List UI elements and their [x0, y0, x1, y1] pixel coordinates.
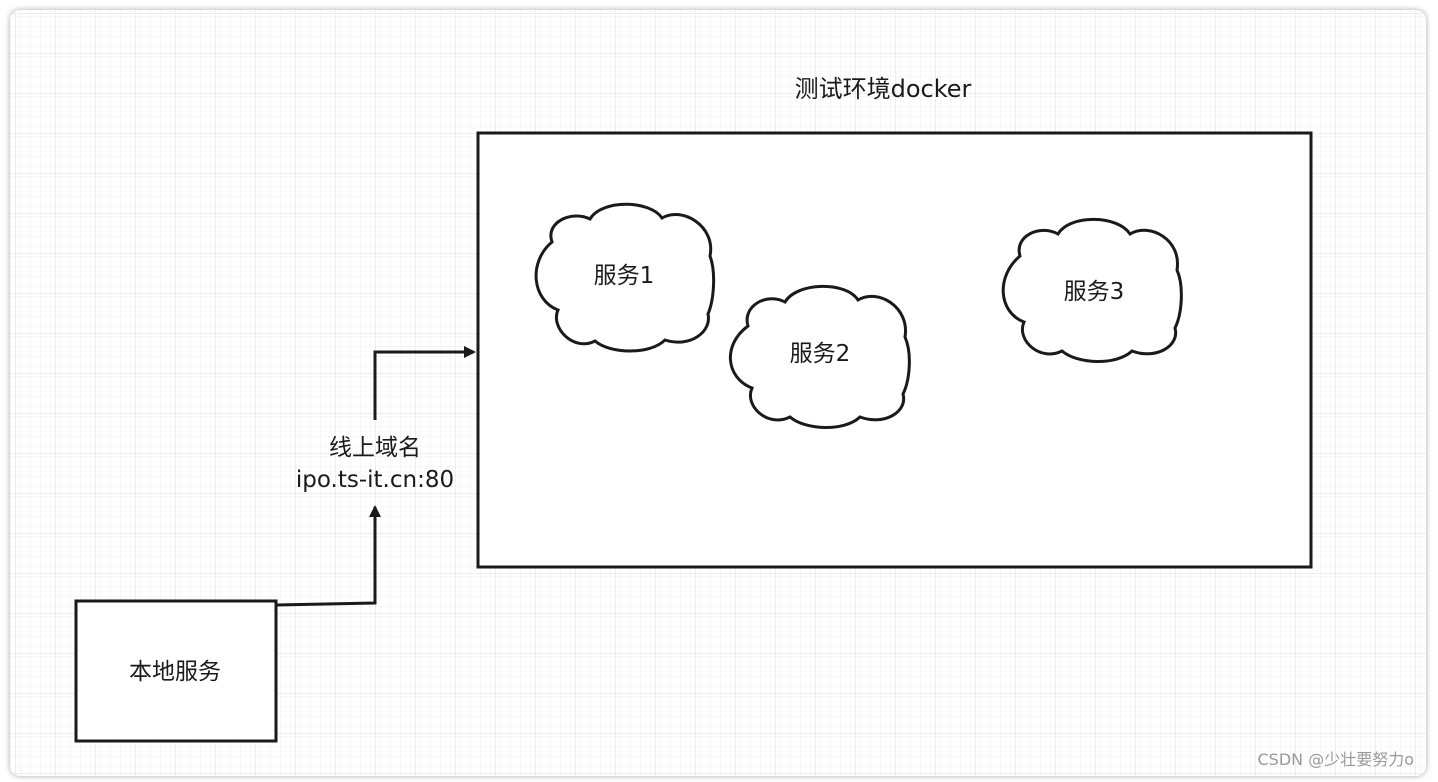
- local-service-box: [74, 599, 278, 743]
- local-service-node[interactable]: 本地服务: [74, 599, 278, 743]
- service-label: 服务3: [1064, 279, 1125, 305]
- connector-domain-to-docker[interactable]: [373, 346, 476, 420]
- domain-label-line2: ipo.ts-it.cn:80: [296, 467, 454, 493]
- service-label: 服务2: [790, 341, 851, 367]
- service-label: 服务1: [594, 263, 655, 289]
- cloud-shape: [729, 284, 911, 429]
- cloud-shape: [534, 202, 716, 353]
- diagram-svg: 测试环境docker 服务1 服务2 服务3 本地服务 线上域名 ip: [10, 10, 1426, 776]
- watermark-text: CSDN @少壮要努力o: [1257, 750, 1415, 769]
- container-title: 测试环境docker: [795, 75, 972, 103]
- cloud-shape: [1001, 217, 1183, 363]
- service-cloud-1[interactable]: 服务1: [534, 202, 716, 353]
- domain-label: 线上域名 ipo.ts-it.cn:80: [296, 435, 454, 493]
- service-cloud-3[interactable]: 服务3: [1001, 217, 1183, 363]
- diagram-canvas: 测试环境docker 服务1 服务2 服务3 本地服务 线上域名 ip: [10, 10, 1426, 776]
- connector-local-to-domain[interactable]: [275, 505, 381, 607]
- service-cloud-2[interactable]: 服务2: [729, 284, 911, 429]
- local-service-label: 本地服务: [129, 659, 221, 685]
- domain-label-line1: 线上域名: [329, 435, 421, 461]
